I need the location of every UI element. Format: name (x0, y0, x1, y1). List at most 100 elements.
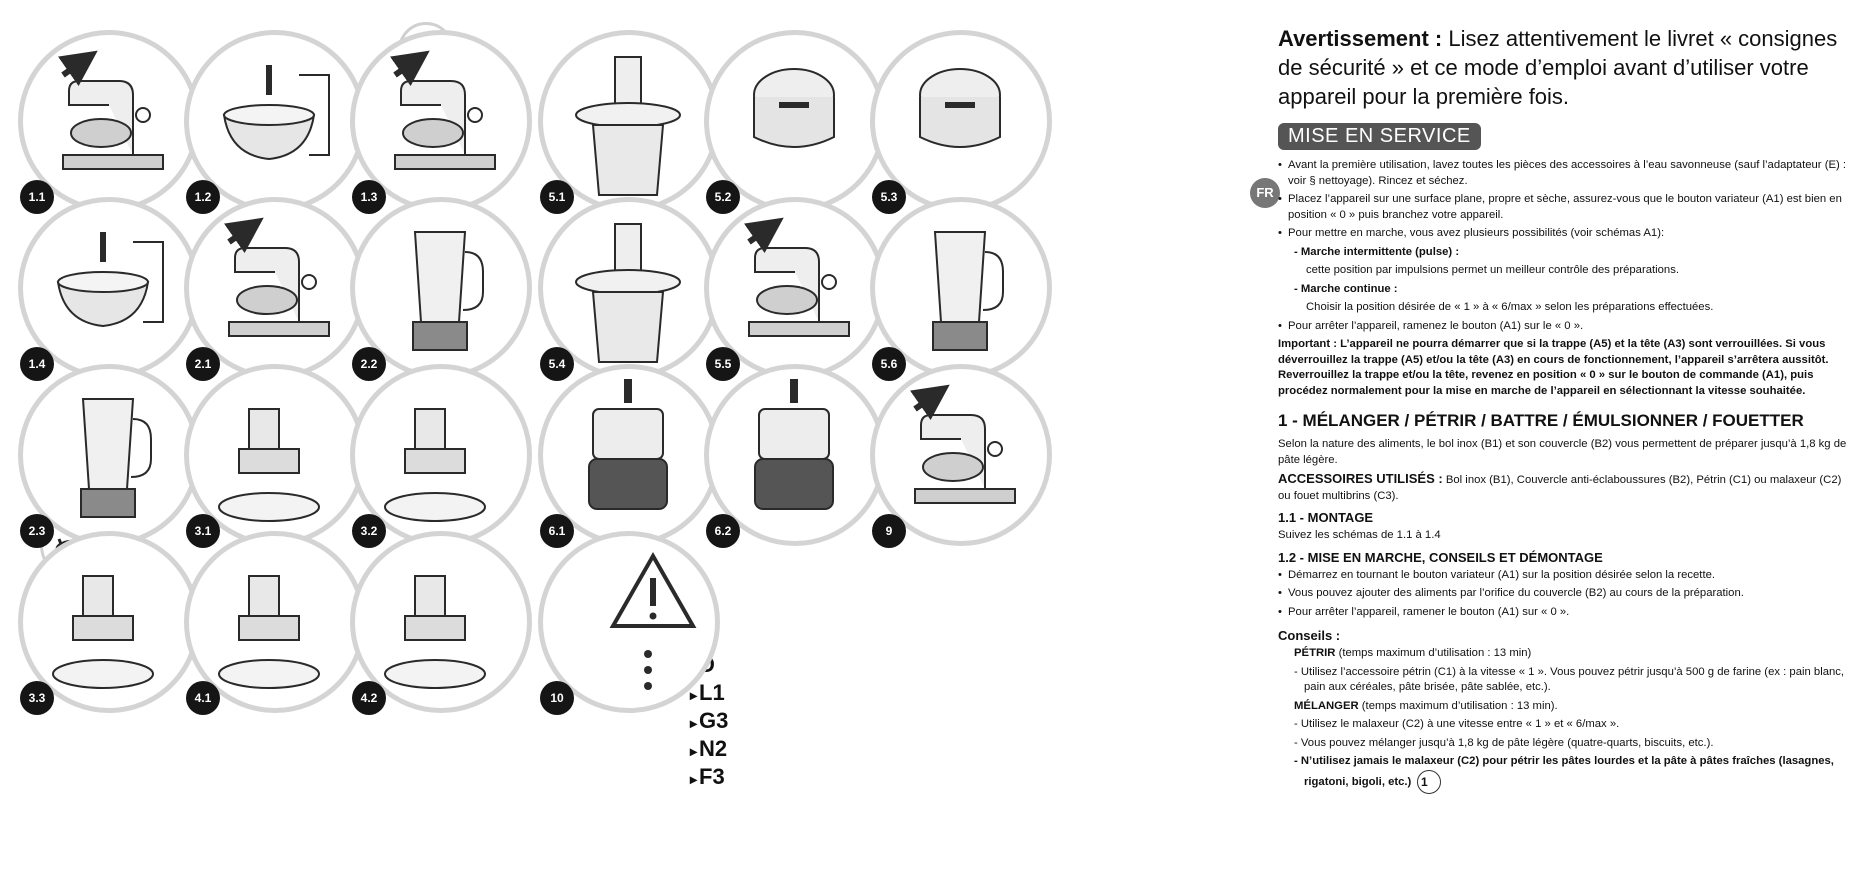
figure-drawing (52, 575, 154, 689)
figure-number-badge: 5.1 (540, 180, 574, 214)
figure-1-1 (18, 30, 200, 212)
figure-1-3 (350, 30, 532, 212)
figure-number-badge: 1.1 (20, 180, 54, 214)
figure-number-badge: 5.2 (706, 180, 740, 214)
figure-5-6 (870, 197, 1052, 379)
important-note: Important : L’appareil ne pourra démarre… (1278, 338, 1829, 397)
figure-4-2 (350, 531, 532, 713)
page-number: 1 (1417, 769, 1442, 794)
knead-tip-1: - Utilisez l’accessoire pétrin (C1) à la… (1294, 665, 1845, 694)
figure-1-2 (184, 30, 366, 212)
setup-step-2: Placez l’appareil sur une surface plane,… (1278, 192, 1850, 223)
figure-drawing (218, 575, 320, 689)
figure-drawing (588, 379, 668, 510)
figure-number-badge: 1.4 (20, 347, 54, 381)
accessories-text: Bol inox (B1), Couvercle anti-éclaboussu… (1278, 474, 1842, 502)
figure-number-badge: 6.1 (540, 514, 574, 548)
figure-drawing (932, 231, 1004, 351)
mix-tip-3-text: - N’utilisez jamais le malaxeur (C2) pou… (1294, 755, 1834, 788)
start-step-2: Vous pouvez ajouter des aliments par l’o… (1278, 586, 1850, 602)
figure-5-2 (704, 30, 886, 212)
continuous-title: - Marche continue : (1294, 282, 1398, 295)
continuous-text: Choisir la position désirée de « 1 » à «… (1306, 301, 1714, 313)
figure-number-badge: 3.2 (352, 514, 386, 548)
figure-drawing (389, 50, 496, 170)
figure-2-1 (184, 197, 366, 379)
figure-drawing (609, 551, 697, 690)
mix-time: (temps maximum d’utilisation : 13 min). (1358, 699, 1558, 712)
warning-code: L1 (690, 680, 728, 708)
instructions-column: Avertissement : Lisez attentivement le l… (1278, 24, 1850, 797)
knead-label: PÉTRIR (1294, 647, 1336, 659)
illustration-area: L DL1G3N2F3 1.1 1.2 1.3 (0, 0, 1270, 884)
mix-label: MÉLANGER (1294, 699, 1359, 712)
figure-number-badge: 2.1 (186, 347, 220, 381)
figure-3-3 (18, 531, 200, 713)
mix-tip-1: - Utilisez le malaxeur (C2) à une vitess… (1294, 718, 1620, 730)
figure-5-1 (538, 30, 720, 212)
subsection-1-2-title: 1.2 - MISE EN MARCHE, CONSEILS ET DÉMONT… (1278, 549, 1603, 565)
start-step-3: Pour arrêter l’appareil, ramener le bout… (1278, 605, 1850, 621)
figure-9 (870, 364, 1052, 546)
setup-step-3: Pour mettre en marche, vous avez plusieu… (1278, 226, 1850, 242)
warning-code: F3 (690, 764, 728, 792)
figure-drawing (909, 384, 1016, 504)
figure-drawing (919, 68, 1001, 148)
figure-drawing (575, 223, 681, 363)
section-1-title: 1 - MÉLANGER / PÉTRIR / BATTRE / ÉMULSIO… (1278, 411, 1804, 430)
warning-label: Avertissement : (1278, 26, 1443, 51)
figure-2-2 (350, 197, 532, 379)
setup-step-4: Pour arrêter l’appareil, ramenez le bout… (1278, 319, 1850, 335)
figure-number-badge: 6.2 (706, 514, 740, 548)
subsection-1-1-title: 1.1 - MONTAGE (1278, 510, 1374, 525)
figure-drawing (222, 65, 330, 161)
figure-drawing (80, 398, 152, 518)
warning-code: G3 (690, 708, 728, 736)
section-banner: MISE EN SERVICE (1278, 123, 1481, 150)
knead-heading: PÉTRIR (temps maximum d’utilisation : 13… (1278, 646, 1850, 662)
figure-number-badge: 2.2 (352, 347, 386, 381)
figure-6-2 (704, 364, 886, 546)
accessories-title: ACCESSOIRES UTILISÉS : (1278, 471, 1443, 486)
figure-drawing (57, 50, 164, 170)
figure-drawing (223, 217, 330, 337)
knead-time: (temps maximum d’utilisation : 13 min) (1335, 647, 1532, 659)
figure-drawing (575, 56, 681, 196)
figure-number-badge: 1.2 (186, 180, 220, 214)
language-badge: FR (1250, 178, 1280, 208)
figure-drawing (384, 408, 486, 522)
figure-drawing (218, 408, 320, 522)
accessories-paragraph: ACCESSOIRES UTILISÉS : Bol inox (B1), Co… (1278, 471, 1850, 504)
figure-drawing (56, 232, 164, 328)
pulse-title: - Marche intermittente (pulse) : (1294, 245, 1460, 258)
start-step-1: Démarrez en tournant le bouton variateur… (1278, 568, 1850, 584)
figure-5-5 (704, 197, 886, 379)
mix-heading: MÉLANGER (temps maximum d’utilisation : … (1278, 699, 1850, 715)
mix-tip-2: - Vous pouvez mélanger jusqu’à 1,8 kg de… (1294, 736, 1714, 749)
figure-1-4 (18, 197, 200, 379)
figure-number-badge: 4.2 (352, 681, 386, 715)
warning-heading: Avertissement : Lisez attentivement le l… (1278, 24, 1850, 111)
section-1-intro: Selon la nature des aliments, le bol ino… (1278, 438, 1847, 466)
figure-10 (538, 531, 720, 713)
figure-number-badge: 3.1 (186, 514, 220, 548)
subsection-1-1-text: Suivez les schémas de 1.1 à 1.4 (1278, 529, 1441, 541)
setup-step-1: Avant la première utilisation, lavez tou… (1278, 158, 1850, 189)
figure-number-badge: 5.6 (872, 347, 906, 381)
figure-number-badge: 3.3 (20, 681, 54, 715)
figure-number-badge: 10 (540, 681, 574, 715)
figure-drawing (412, 231, 484, 351)
figure-number-badge: 2.3 (20, 514, 54, 548)
figure-number-badge: 9 (872, 514, 906, 548)
figure-3-1 (184, 364, 366, 546)
figure-number-badge: 5.5 (706, 347, 740, 381)
figure-number-badge: 5.3 (872, 180, 906, 214)
figure-drawing (384, 575, 486, 689)
figure-5-3 (870, 30, 1052, 212)
warning-body: Lisez attentivement le livret « consigne… (1278, 26, 1838, 109)
figure-4-1 (184, 531, 366, 713)
tips-title: Conseils : (1278, 628, 1341, 643)
figure-drawing (753, 68, 835, 148)
figure-drawing (754, 379, 834, 510)
pulse-text: cette position par impulsions permet un … (1306, 264, 1679, 276)
